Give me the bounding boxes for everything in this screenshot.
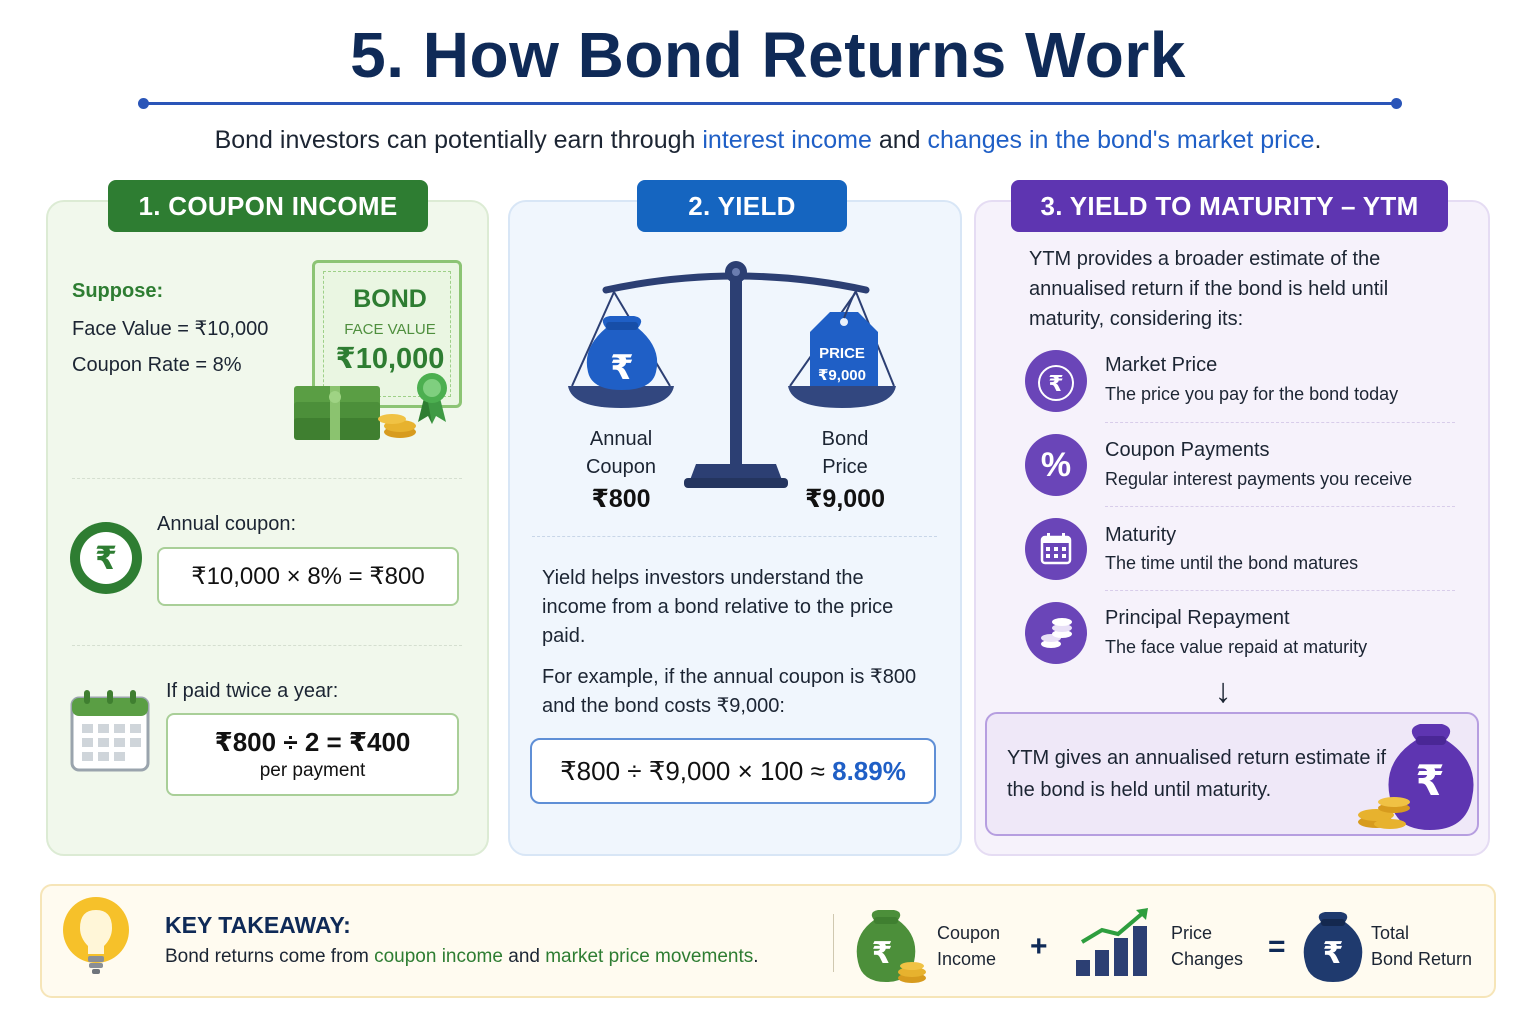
coupon-income-badge: 1. COUPON INCOME [108,180,428,232]
coupon-rate-text: Coupon Rate = 8% [72,354,242,376]
coin-stack-glyph [1041,618,1072,648]
price-word: Price [1171,923,1213,943]
ytm-item-title: Maturity [1105,524,1177,546]
ytm-item-desc: The price you pay for the bond today [1105,384,1399,404]
lightbulb-icon [63,897,129,974]
balance-scale-icon [568,261,896,488]
takeaway-body: Bond returns come from coupon income and… [165,946,759,968]
changes-word: Changes [1171,949,1244,969]
divider [72,645,462,646]
calendar-glyph [1040,533,1072,565]
vertical-divider [833,914,834,972]
key-takeaway-bar [40,884,1496,998]
rupee-coin-icon: ₹ [1025,350,1087,412]
intro-pre: Bond investors can potentially earn thro… [214,126,703,154]
divider [1105,422,1455,423]
coin-stack-icon [1025,602,1087,664]
intro-end: . [1314,126,1322,154]
rupee-symbol: ₹ [80,532,132,584]
coupon-word: Coupon [585,456,657,478]
yield-description: Yield helps investors understand the inc… [542,567,894,647]
ribbon-seal-icon [417,373,447,424]
bag-rupee-symbol: ₹ [871,937,893,970]
takeaway-highlight-price: market price movements [545,946,754,967]
ytm-item-desc: Regular interest payments you receive [1105,469,1413,489]
price-word: Price [822,456,868,478]
cash-and-coins-icon [294,386,416,440]
bag-rupee-symbol: ₹ [1322,937,1344,970]
yield-formula: ₹800 ÷ ₹9,000 × 100 ≈ [560,756,833,786]
ytm-intro: YTM provides a broader estimate of the a… [1029,248,1389,330]
yield-badge: 2. YIELD [637,180,847,232]
bond-word: Bond [821,428,869,450]
total-word: Total [1371,923,1410,943]
annual-coupon-formula: ₹10,000 × 8% = ₹800 [157,547,459,606]
intro-highlight-interest: interest income [702,126,872,154]
suppose-label: Suppose: [72,280,164,302]
ytm-item-title: Coupon Payments [1105,439,1270,461]
ytm-item-desc: The time until the bond matures [1105,553,1359,573]
rupee-symbol: ₹ [1038,365,1074,402]
yield-result: 8.89% [832,756,906,786]
certificate-title: BOND [353,285,427,313]
ytm-summary-text: YTM gives an annualised return estimate … [1007,747,1387,801]
price-tag-value: ₹9,000 [818,367,866,384]
takeaway-highlight-coupon: coupon income [374,946,503,967]
divider [1105,506,1455,507]
annual-word: Annual [589,428,653,450]
percent-icon: % [1025,434,1087,496]
intro-mid: and [871,126,928,154]
ytm-item-desc: The face value repaid at maturity [1105,637,1368,657]
certificate-inner-border [323,271,451,397]
annual-coupon-value: ₹800 [591,485,651,513]
coupon-word: Coupon [937,923,1001,943]
face-value-text: Face Value = ₹10,000 [72,318,269,340]
green-money-bag-icon [856,910,926,983]
ytm-item-title: Principal Repayment [1105,607,1290,629]
page-title: 5. How Bond Returns Work [350,19,1186,91]
takeaway-end: . [753,946,759,967]
money-bag-with-coins-icon [1358,724,1474,830]
takeaway-mid: and [502,946,546,967]
divider [532,536,937,537]
bond-price-value: ₹9,000 [805,485,885,513]
equals-operator: = [1268,930,1286,963]
price-tag-label: PRICE [819,345,865,362]
per-payment-text: per payment [259,760,366,781]
twice-a-year-label: If paid twice a year: [166,680,339,702]
down-arrow-icon: ↓ [1214,672,1232,710]
takeaway-pre: Bond returns come from [165,946,375,967]
yield-formula-box: ₹800 ÷ ₹9,000 × 100 ≈ 8.89% [530,738,936,804]
intro-highlight-price: changes in the bond's market price [927,126,1315,154]
calendar-icon [1025,518,1087,580]
annual-coupon-label: Annual coupon: [157,513,297,535]
bag-rupee-symbol: ₹ [610,349,634,387]
navy-money-bag-icon [1303,912,1363,982]
rising-bar-chart-icon [1076,908,1148,976]
bag-rupee-symbol: ₹ [1415,757,1445,804]
semiannual-formula-box: ₹800 ÷ 2 = ₹400 per payment [166,713,459,796]
title-divider [138,98,1402,109]
plus-operator: + [1030,930,1048,963]
bond-return-word: Bond Return [1371,949,1473,969]
divider [72,478,462,479]
takeaway-heading: KEY TAKEAWAY: [165,912,351,938]
divider [1105,590,1455,591]
rupee-coin-icon: ₹ [70,522,142,594]
calendar-icon [70,690,150,772]
intro-text: Bond investors can potentially earn thro… [0,126,1536,155]
certificate-label: FACE VALUE [344,321,436,338]
yield-example: For example, if the annual coupon is ₹80… [542,666,917,717]
ytm-item-title: Market Price [1105,354,1218,376]
bond-certificate: BOND FACE VALUE ₹10,000 [312,260,462,408]
semiannual-formula: ₹800 ÷ 2 = ₹400 [214,727,411,757]
certificate-amount: ₹10,000 [335,343,445,375]
ytm-badge: 3. YIELD TO MATURITY – YTM [1011,180,1448,232]
income-word: Income [937,949,997,969]
